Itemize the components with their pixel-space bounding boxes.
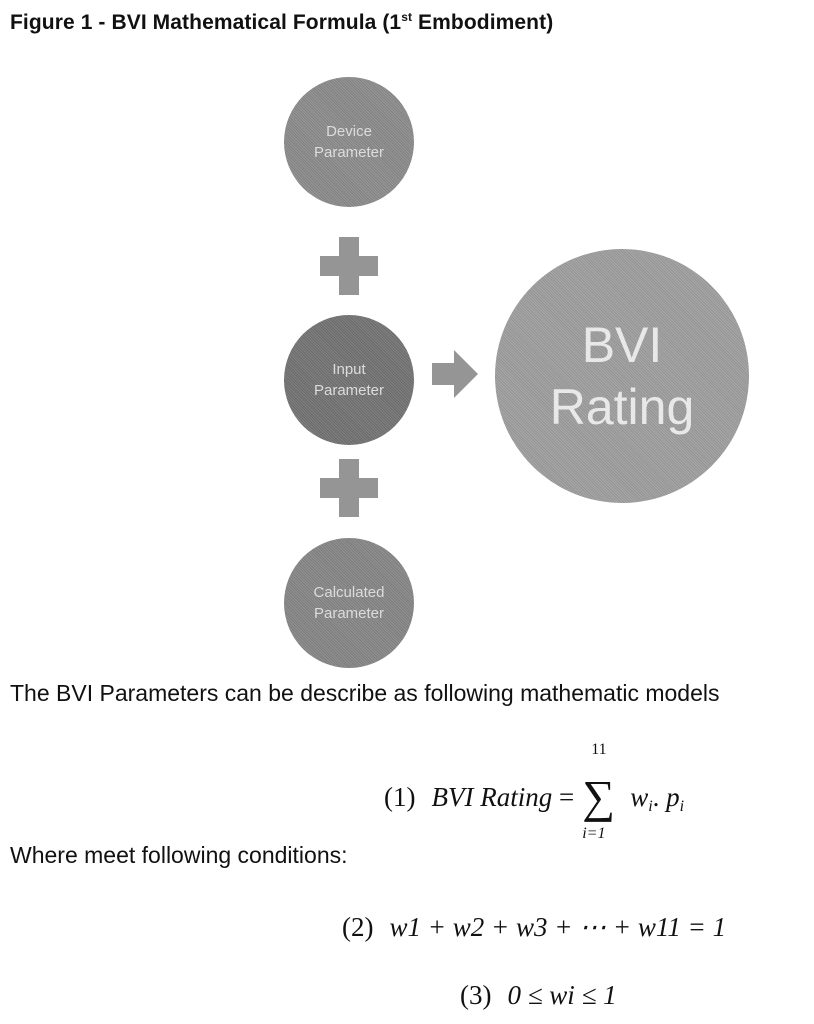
equation-1-dot: . [652,782,660,813]
bvi-rating-line2: Rating [549,379,695,435]
input-parameter-line2: Parameter [313,382,385,399]
plus-icon [320,459,378,517]
calculated-parameter-line1: Calculated [313,584,385,601]
conditions-text: Where meet following conditions: [10,842,348,868]
intro-text: The BVI Parameters can be describe as fo… [10,680,720,706]
equation-1-parameter-subscript: i [679,798,685,816]
equation-1-parameter: p [666,782,680,813]
figure-title-suffix: Embodiment) [412,11,554,34]
summation-symbol: 11∑i=1 [582,741,615,842]
equation-1-weight: w [630,782,649,813]
equation-3: (3) 0 ≤ wi ≤ 1 [460,980,617,1011]
summation-lower-limit: i=1 [582,825,606,842]
input-parameter-line1: Input [332,361,366,378]
equation-3-expression: 0 ≤ wi ≤ 1 [507,980,617,1010]
figure-title-superscript: st [401,10,413,24]
bvi-rating-node: BVI Rating [495,249,749,503]
calculated-parameter-line2: Parameter [313,605,385,622]
device-parameter-line2: Parameter [313,144,385,161]
equation-2-expression: w1 + w2 + w3 + ⋯ + w11 = 1 [389,912,727,942]
equation-1-weight-subscript: i [648,798,653,816]
calculated-parameter-node: Calculated Parameter [284,538,414,668]
equation-3-number: (3) [460,980,492,1010]
equation-2: (2) w1 + w2 + w3 + ⋯ + w11 = 1 [342,912,726,943]
equation-2-number: (2) [342,912,374,942]
equation-1-number: (1) [384,782,416,813]
device-parameter-node: Device Parameter [284,77,414,207]
bvi-rating-line1: BVI [581,317,663,373]
figure-title-prefix: Figure 1 - BVI Mathematical Formula (1 [10,11,402,34]
input-parameter-node: Input Parameter [284,315,414,445]
plus-icon [320,237,378,295]
equation-1-lhs: BVI Rating [431,782,553,813]
summation-upper-limit: 11 [591,741,607,758]
figure-title: Figure 1 - BVI Mathematical Formula (1st… [10,10,553,35]
arrow-right-icon [432,350,478,398]
equation-1-equals: = [558,782,575,813]
device-parameter-line1: Device [326,123,372,140]
